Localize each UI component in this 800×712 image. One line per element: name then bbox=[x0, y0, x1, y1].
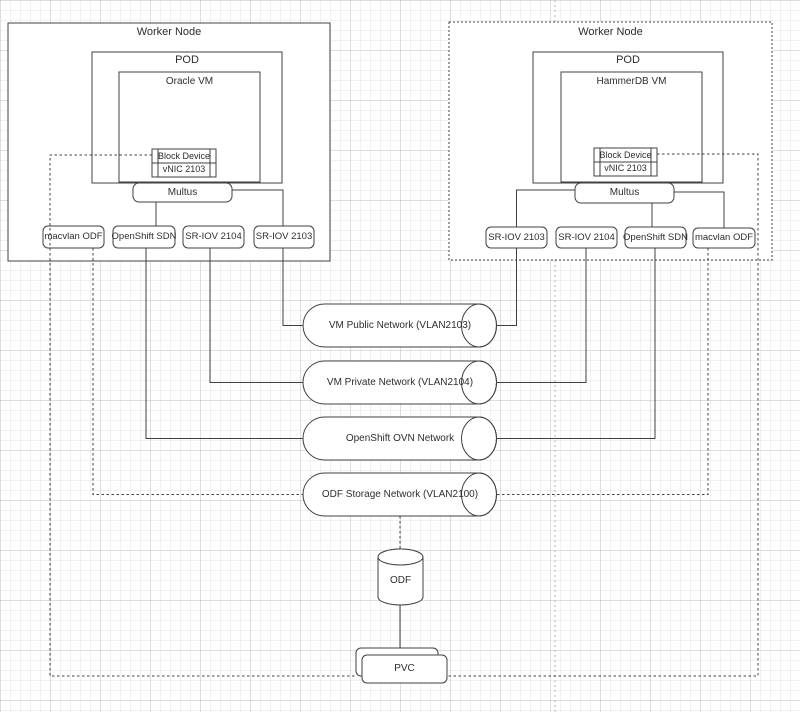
oracle-vm-title: Oracle VM bbox=[165, 75, 214, 87]
sriov-2104-left-label: SR-IOV 2104 bbox=[185, 231, 242, 243]
multus-left-box[interactable] bbox=[132, 182, 233, 203]
sriov-2104-right-label: SR-IOV 2104 bbox=[558, 231, 615, 243]
worker-node-left-title: Worker Node bbox=[136, 25, 202, 38]
odf-label: ODF bbox=[389, 575, 412, 586]
multus-right-box[interactable] bbox=[574, 182, 675, 204]
vm-public-network-pipe[interactable] bbox=[302, 303, 497, 348]
pvc-box[interactable] bbox=[355, 647, 448, 684]
odf-storage-network-pipe[interactable] bbox=[302, 472, 497, 517]
pvc-label: PVC bbox=[394, 663, 415, 674]
vnic-left-label: vNIC 2103 bbox=[162, 164, 206, 174]
sriov-2103-left-box[interactable] bbox=[253, 225, 315, 249]
openshift-sdn-left-box[interactable] bbox=[112, 225, 176, 249]
edge-sriov2104-left-to-private bbox=[209, 248, 303, 383]
pod-right-title: POD bbox=[616, 54, 640, 66]
odf-storage-network-label: ODF Storage Network (VLAN2100) bbox=[321, 488, 479, 500]
edge-sriov2103-left-to-public bbox=[282, 248, 303, 326]
edge-blockdevice-left-to-pvc bbox=[49, 154, 356, 677]
edge-macvlan-right-to-storage bbox=[496, 248, 709, 495]
edge-openshift-sdn-left-to-ovn bbox=[145, 248, 303, 439]
edge-multus-right-to-sriov2103 bbox=[516, 189, 575, 227]
sriov-2103-right-label: SR-IOV 2103 bbox=[488, 231, 545, 243]
block-device-group-right[interactable] bbox=[593, 147, 658, 177]
multus-right-label: Multus bbox=[609, 187, 640, 198]
vm-private-network-pipe[interactable] bbox=[302, 360, 497, 405]
macvlan-odf-right-label: macvlan ODF bbox=[694, 232, 754, 244]
odf-cylinder[interactable] bbox=[377, 548, 424, 606]
macvlan-odf-left-label: macvlan ODF bbox=[44, 231, 103, 243]
vm-private-network-label: VM Private Network (VLAN2104) bbox=[326, 376, 474, 388]
edge-blockdevice-right-to-pvc bbox=[447, 153, 759, 677]
openshift-ovn-network-label: OpenShift OVN Network bbox=[345, 432, 455, 444]
edge-macvlan-left-to-storage bbox=[92, 248, 303, 495]
worker-node-right-title: Worker Node bbox=[578, 25, 643, 38]
block-device-group-left[interactable] bbox=[151, 148, 217, 178]
edge-sriov2103-right-to-public bbox=[496, 248, 517, 326]
pod-left-title: POD bbox=[175, 54, 199, 66]
vnic-right-label: vNIC 2103 bbox=[604, 163, 647, 173]
vm-public-network-label: VM Public Network (VLAN2103) bbox=[328, 319, 472, 331]
macvlan-odf-left-box[interactable] bbox=[42, 225, 105, 249]
block-device-left-label: Block Device bbox=[157, 150, 211, 161]
block-device-right-label: Block Device bbox=[599, 149, 652, 160]
edge-multus-right-to-macvlan bbox=[674, 191, 725, 228]
edge-openshift-sdn-right-to-ovn bbox=[496, 248, 656, 439]
openshift-ovn-network-pipe[interactable] bbox=[302, 416, 497, 461]
openshift-sdn-left-label: OpenShift SDN bbox=[111, 231, 177, 243]
openshift-sdn-right-label: OpenShift SDN bbox=[623, 231, 688, 243]
edge-sriov2104-right-to-private bbox=[496, 248, 587, 383]
multus-left-label: Multus bbox=[167, 186, 198, 198]
sriov-2104-left-box[interactable] bbox=[182, 225, 245, 249]
edge-multus-left-to-sriov2103 bbox=[232, 189, 284, 226]
hammerdb-vm-title: HammerDB VM bbox=[596, 75, 667, 87]
sriov-2103-left-label: SR-IOV 2103 bbox=[255, 231, 313, 243]
